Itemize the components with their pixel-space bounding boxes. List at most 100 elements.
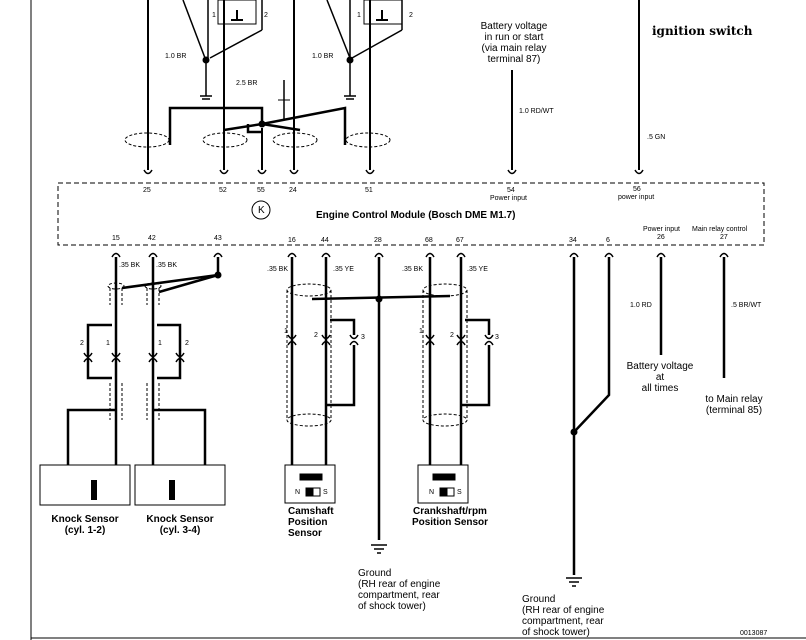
main-relay-label: to Main relay (terminal 85): [694, 394, 774, 416]
ecm-pin-24: 24: [289, 187, 297, 194]
crank-sensor-box: [417, 464, 469, 504]
battery-voltage-run-label: Battery voltage in run or start (via mai…: [470, 21, 558, 65]
ecm-pin-25: 25: [143, 187, 151, 194]
ecm-pin-52: 52: [219, 187, 227, 194]
main-relay-line-1: to Main relay: [705, 394, 763, 405]
ecm-pin-15: 15: [112, 235, 120, 242]
connector-pin-label: 1: [212, 12, 216, 19]
ground2-line-1: Ground: [522, 594, 556, 605]
crank-sensor-label: Crankshaft/rpm Position Sensor: [405, 506, 495, 528]
connector-pin-label: 2: [450, 332, 454, 339]
upper-right-connector: [326, 0, 403, 100]
wire-label: .35 BK: [402, 266, 424, 273]
wire-label: .35 BK: [156, 262, 178, 269]
wire-label: 1.0 RD: [630, 302, 652, 309]
connector-pin-label: 3: [495, 334, 499, 341]
main-relay-line-2: (terminal 85): [705, 405, 763, 416]
cam-sensor-box: [284, 464, 336, 504]
ecm-pin-44: 44: [321, 237, 329, 244]
ecm-pin-16: 16: [288, 237, 296, 244]
connector-pin-label: 2: [314, 332, 318, 339]
cam-s-label: S: [323, 489, 328, 496]
cam-sensor-label: Camshaft Position Sensor: [288, 506, 334, 539]
battery-all-line-3: all times: [641, 383, 679, 394]
battery-top-line-1: Battery voltage: [480, 21, 548, 32]
wire-label: .35 YE: [467, 266, 488, 273]
ecm-pin-55: 55: [257, 187, 265, 194]
upper-left-connector: [182, 0, 263, 100]
battery-top-line-3: (via main relay: [481, 43, 547, 54]
wire-label: .35 BK: [119, 262, 141, 269]
ecm-pin-6: 6: [606, 237, 610, 244]
knock-sensor-1-box: [39, 464, 131, 506]
battery-all-line-1: Battery voltage: [626, 361, 694, 372]
shield-bus: [168, 106, 347, 145]
ground1-line-2: (RH rear of engine: [358, 579, 441, 590]
ground1-line-3: compartment, rear: [358, 590, 440, 601]
ecm-pin-27: 27: [720, 234, 728, 241]
ecm-pin-56-sub: power input: [618, 194, 655, 201]
connector-pin-label: 2: [264, 12, 268, 19]
crank-line-2: Position Sensor: [411, 517, 489, 528]
knock34-line-1: Knock Sensor: [146, 514, 214, 525]
knock-sensor-1-label: Knock Sensor (cyl. 1-2): [40, 514, 130, 536]
ground2-line-4: of shock tower): [522, 627, 590, 638]
ground-1-label: Ground (RH rear of engine compartment, r…: [358, 568, 440, 612]
connector-pin-label: 1: [284, 328, 288, 335]
ecm-pin-51: 51: [365, 187, 373, 194]
connector-pin-label: 2: [409, 12, 413, 19]
ground1-line-4: of shock tower): [358, 601, 426, 612]
connector-pin-label: 1: [357, 12, 361, 19]
ecm-pin-27-sub: Main relay control: [692, 226, 748, 233]
knock12-line-2: (cyl. 1-2): [64, 525, 106, 536]
wire-label: .5 GN: [647, 134, 666, 141]
ecm-pin-26: 26: [657, 234, 665, 241]
crank-s-label: S: [457, 489, 462, 496]
wire-label: 1.0 BR: [312, 53, 334, 60]
knock34-line-2: (cyl. 3-4): [159, 525, 201, 536]
ecm-pin-56: 56: [633, 186, 641, 193]
wire-label: 2.5 BR: [236, 80, 258, 87]
cam-line-1: Camshaft: [288, 506, 334, 517]
ground2-line-3: compartment, rear: [522, 616, 604, 627]
ecm-pin-28: 28: [374, 237, 382, 244]
connector-pin-label: 1: [419, 328, 423, 335]
crank-n-label: N: [429, 489, 435, 496]
ecm-pin-54: 54: [507, 187, 515, 194]
cam-n-label: N: [295, 489, 301, 496]
ecm-pin-34: 34: [569, 237, 577, 244]
ecm-pin-68: 68: [425, 237, 433, 244]
wire-label: 1.0 BR: [165, 53, 187, 60]
knock12-line-1: Knock Sensor: [51, 514, 119, 525]
ecm-pin-26-sub: Power input: [643, 226, 680, 233]
figure-id: 0013087: [740, 630, 768, 637]
connector-pin-label: 2: [80, 340, 84, 347]
ecm-pin-43: 43: [214, 235, 222, 242]
wire-label: .35 BK: [267, 266, 289, 273]
knock-sensor-2-label: Knock Sensor (cyl. 3-4): [135, 514, 225, 536]
ecm-pin-67: 67: [456, 237, 464, 244]
wire-label: .5 BR/WT: [731, 302, 762, 309]
knock-sensor-2-box: [134, 464, 226, 506]
crank-line-1: Crankshaft/rpm: [413, 506, 487, 517]
connector-pin-label: 1: [106, 340, 110, 347]
battery-voltage-all-times-label: Battery voltage at all times: [620, 361, 700, 394]
battery-top-line-4: terminal 87): [487, 54, 541, 65]
ecm-pin-54-sub: Power input: [490, 195, 527, 202]
ground-2-label: Ground (RH rear of engine compartment, r…: [522, 594, 604, 638]
cam-line-2: Position: [288, 517, 328, 528]
battery-all-line-2: at: [655, 372, 665, 383]
ignition-annotation: ignition switch: [652, 24, 753, 38]
ecm-symbol-circle: [251, 200, 271, 220]
connector-pin-label: 3: [361, 334, 365, 341]
ecm-title: Engine Control Module (Bosch DME M1.7): [316, 210, 516, 221]
wire-label: 1.0 RD/WT: [519, 108, 554, 115]
battery-top-line-2: in run or start: [484, 32, 544, 43]
connector-pin-label: 2: [185, 340, 189, 347]
ground1-line-1: Ground: [358, 568, 392, 579]
ground2-line-2: (RH rear of engine: [522, 605, 605, 616]
ecm-pin-42: 42: [148, 235, 156, 242]
connector-pin-label: 1: [158, 340, 162, 347]
ecm-symbol: K: [258, 205, 265, 216]
